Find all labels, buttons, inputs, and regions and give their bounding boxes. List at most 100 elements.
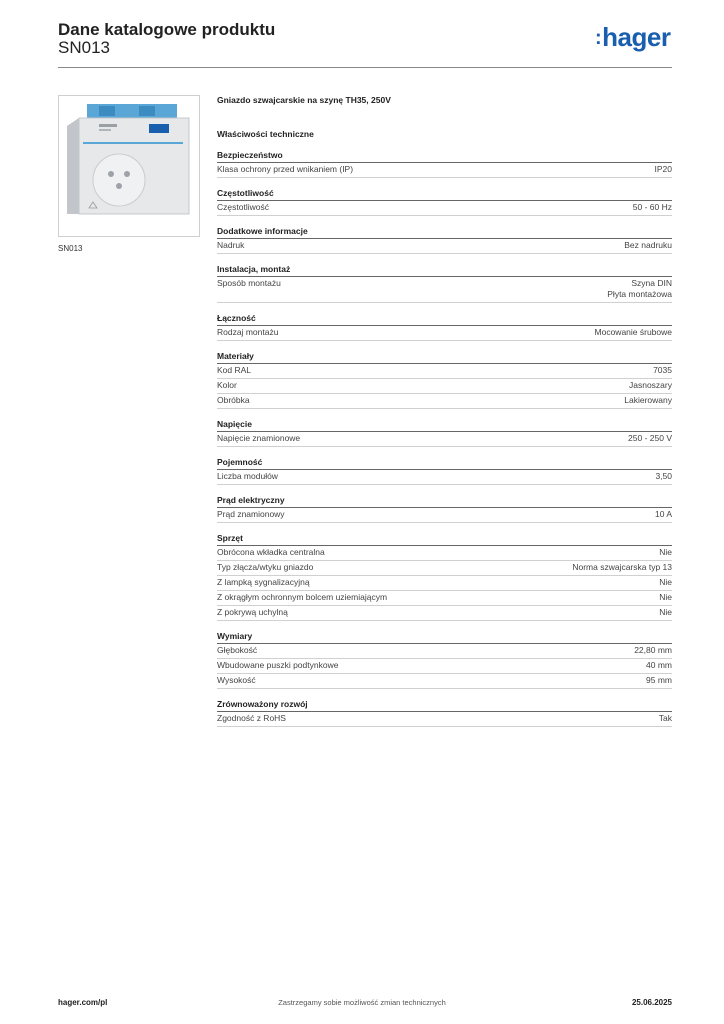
spec-row: Z lampką sygnalizacyjną Nie — [217, 576, 672, 591]
section-title: Materiały — [217, 351, 672, 364]
footer-notice: Zastrzegamy sobie możliwość zmian techni… — [278, 998, 446, 1007]
spec-value: 250 - 250 V — [628, 433, 672, 443]
spec-row: Kod RAL 7035 — [217, 364, 672, 379]
spec-content: Gniazdo szwajcarskie na szynę TH35, 250V… — [217, 95, 672, 737]
footer-website: hager.com/pl — [58, 998, 108, 1007]
spec-row: Prąd znamionowy 10 A — [217, 508, 672, 523]
page-title: Dane katalogowe produktu — [58, 20, 276, 39]
spec-row: Częstotliwość 50 - 60 Hz — [217, 201, 672, 216]
spec-label: Napięcie znamionowe — [217, 433, 301, 443]
logo-dots-icon: : — [595, 27, 602, 49]
spec-value: Mocowanie śrubowe — [594, 327, 672, 337]
section-title: Pojemność — [217, 457, 672, 470]
product-code: SN013 — [58, 38, 110, 57]
spec-value: 50 - 60 Hz — [632, 202, 672, 212]
image-caption: SN013 — [58, 244, 83, 253]
spec-label: Klasa ochrony przed wnikaniem (IP) — [217, 164, 354, 174]
spec-label: Zgodność z RoHS — [217, 713, 286, 723]
spec-row: Rodzaj montażu Mocowanie śrubowe — [217, 326, 672, 341]
spec-label: Z okrągłym ochronnym bolcem uziemiającym — [217, 592, 388, 602]
spec-label: Obróbka — [217, 395, 250, 405]
spec-label: Rodzaj montażu — [217, 327, 279, 337]
spec-value: IP20 — [654, 164, 673, 174]
header-divider — [58, 67, 672, 68]
spec-row: Wbudowane puszki podtynkowe 40 mm — [217, 659, 672, 674]
spec-label: Prąd znamionowy — [217, 509, 285, 519]
spec-label: Głębokość — [217, 645, 258, 655]
spec-label: Wbudowane puszki podtynkowe — [217, 660, 339, 670]
section-title: Częstotliwość — [217, 188, 672, 201]
spec-row: Liczba modułów 3,50 — [217, 470, 672, 485]
spec-row: Nadruk Bez nadruku — [217, 239, 672, 254]
spec-value: Jasnoszary — [629, 380, 672, 390]
spec-value: Szyna DIN Płyta montażowa — [607, 278, 672, 299]
spec-value: Nie — [659, 547, 672, 557]
spec-label: Z pokrywą uchylną — [217, 607, 288, 617]
spec-value: Lakierowany — [624, 395, 672, 405]
product-description: Gniazdo szwajcarskie na szynę TH35, 250V — [217, 95, 391, 105]
section-title: Wymiary — [217, 631, 672, 644]
spec-label: Obrócona wkładka centralna — [217, 547, 325, 557]
spec-row: Kolor Jasnoszary — [217, 379, 672, 394]
tech-props-heading: Właściwości techniczne — [217, 129, 314, 139]
hager-logo: :hager — [595, 22, 671, 53]
spec-label: Wysokość — [217, 675, 256, 685]
spec-label: Liczba modułów — [217, 471, 278, 481]
section-title: Instalacja, montaż — [217, 264, 672, 277]
swiss-socket-device-image — [67, 104, 190, 215]
spec-value: Bez nadruku — [624, 240, 672, 250]
spec-row: Napięcie znamionowe 250 - 250 V — [217, 432, 672, 447]
spec-label: Typ złącza/wtyku gniazdo — [217, 562, 314, 572]
spec-value: 40 mm — [646, 660, 672, 670]
spec-value: Norma szwajcarska typ 13 — [572, 562, 672, 572]
spec-value: 7035 — [653, 365, 672, 375]
spec-label: Z lampką sygnalizacyjną — [217, 577, 310, 587]
section-title: Dodatkowe informacje — [217, 226, 672, 239]
section-title: Napięcie — [217, 419, 672, 432]
product-image — [58, 95, 200, 237]
spec-value: Nie — [659, 607, 672, 617]
spec-row: Głębokość 22,80 mm — [217, 644, 672, 659]
spec-row: Obróbka Lakierowany — [217, 394, 672, 409]
spec-row: Klasa ochrony przed wnikaniem (IP) IP20 — [217, 163, 672, 178]
spec-label: Kod RAL — [217, 365, 252, 375]
spec-label: Kolor — [217, 380, 237, 390]
logo-text: hager — [602, 22, 671, 52]
spec-value: 10 A — [654, 509, 672, 519]
section-title: Zrównoważony rozwój — [217, 699, 672, 712]
spec-value: 95 mm — [646, 675, 672, 685]
spec-row: Zgodność z RoHS Tak — [217, 712, 672, 727]
spec-value: 22,80 mm — [634, 645, 672, 655]
spec-value: Nie — [659, 577, 672, 587]
spec-value: Nie — [659, 592, 672, 602]
spec-label: Nadruk — [217, 240, 245, 250]
spec-value: Tak — [658, 713, 672, 723]
spec-row: Typ złącza/wtyku gniazdo Norma szwajcarsk… — [217, 561, 672, 576]
section-title: Sprzęt — [217, 533, 672, 546]
section-title: Bezpieczeństwo — [217, 150, 672, 163]
spec-value: 3,50 — [655, 471, 672, 481]
section-title: Łączność — [217, 313, 672, 326]
spec-row: Sposób montażu Szyna DIN Płyta montażowa — [217, 277, 672, 303]
spec-row: Z pokrywą uchylną Nie — [217, 606, 672, 621]
section-title: Prąd elektryczny — [217, 495, 672, 508]
footer-date: 25.06.2025 — [631, 998, 672, 1007]
spec-row: Obrócona wkładka centralna Nie — [217, 546, 672, 561]
spec-label: Sposób montażu — [217, 278, 281, 288]
spec-row: Wysokość 95 mm — [217, 674, 672, 689]
spec-label: Częstotliwość — [217, 202, 269, 212]
spec-row: Z okrągłym ochronnym bolcem uziemiającym… — [217, 591, 672, 606]
